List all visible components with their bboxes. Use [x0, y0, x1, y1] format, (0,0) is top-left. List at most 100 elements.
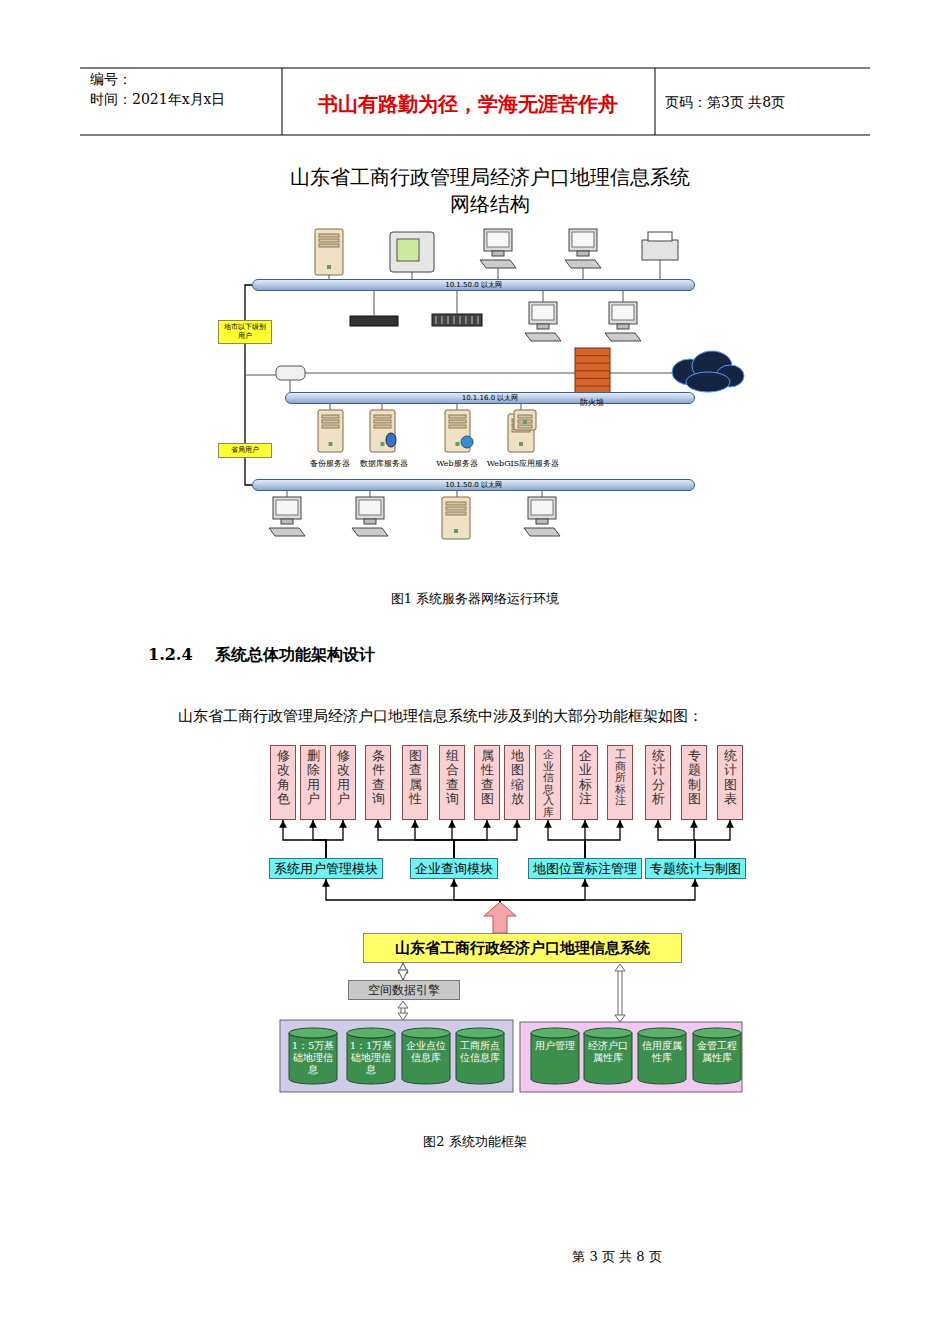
network-bar: 10.1.16.0 以太网	[285, 392, 695, 404]
server-tower	[318, 410, 343, 452]
screen	[612, 305, 634, 320]
wire	[80, 68, 870, 69]
cloud	[686, 372, 730, 392]
screen	[572, 232, 594, 247]
drive-bay	[446, 502, 466, 505]
wire	[80, 135, 870, 136]
cylinder-body	[402, 1033, 450, 1084]
wire	[442, 316, 443, 324]
drive-bay	[374, 415, 391, 418]
function-box: 企业标注	[572, 745, 598, 820]
database-cylinder: 工商所点位信息库	[455, 1027, 505, 1085]
node-text: 经济户口属性库	[586, 1040, 630, 1064]
module-box: 地图位置标注管理	[528, 858, 642, 879]
monitor-stand	[492, 251, 504, 256]
database-cylinder: 金管工程属性库	[692, 1027, 742, 1085]
wire	[466, 316, 467, 324]
text-label: 图2 系统功能框架	[423, 1133, 526, 1151]
screen	[487, 232, 509, 247]
node-text: 企业查询模块	[415, 860, 493, 878]
router	[276, 366, 305, 380]
screen	[532, 305, 554, 320]
function-box: 统计分析	[645, 745, 671, 820]
wire	[454, 316, 455, 324]
monitor	[356, 497, 384, 519]
wire	[622, 971, 623, 1015]
database-cylinder: 用户管理	[530, 1027, 580, 1085]
node-text: 删除用户	[307, 749, 320, 806]
wire	[542, 491, 543, 497]
rack-device	[432, 314, 482, 326]
function-box: 统计图表	[717, 745, 743, 820]
wire	[472, 316, 473, 324]
connector	[658, 820, 695, 858]
arrowhead	[398, 1013, 408, 1020]
connector	[585, 820, 620, 858]
drive-bay	[322, 425, 339, 428]
data-panel	[520, 1022, 742, 1092]
node-text: 地图缩放	[511, 749, 524, 806]
node-text: 组合查询	[446, 749, 459, 806]
node-text: 修改用户	[337, 749, 350, 806]
drive-bay	[518, 420, 532, 423]
device-screen	[397, 239, 419, 261]
cylinder-outline	[530, 1027, 580, 1085]
monitor	[484, 229, 512, 251]
node-text: 工商所标注	[615, 749, 626, 807]
function-box: 工商所标注	[607, 745, 633, 820]
node-text: 空间数据引擎	[368, 982, 440, 999]
wire	[575, 355, 610, 356]
cylinder-top	[531, 1028, 579, 1038]
monitor-stand	[617, 324, 629, 329]
screen	[359, 500, 381, 515]
drive-bay	[322, 420, 339, 423]
cylinder-top	[638, 1028, 686, 1038]
monitor-stand	[536, 519, 548, 524]
cylinder-top	[456, 1028, 504, 1038]
wire	[305, 373, 680, 374]
text-label: 书山有路勤为径，学海无涯苦作舟	[318, 91, 618, 118]
database-cylinder: 信用度属性库	[637, 1027, 687, 1085]
drive-bay	[319, 244, 339, 247]
monitor	[528, 497, 556, 519]
arrowhead	[615, 1015, 625, 1022]
wire	[330, 404, 331, 410]
drive-bay	[374, 420, 391, 423]
printer	[642, 240, 678, 260]
connector	[548, 820, 585, 858]
node-text: 企业标注	[579, 749, 592, 806]
node-text: 信用度属性库	[640, 1040, 684, 1064]
text-label: 页码：第3页 共8页	[665, 94, 785, 112]
system-box: 山东省工商行政经济户口地理信息系统	[363, 933, 682, 963]
connector	[245, 285, 252, 320]
keyboard	[480, 260, 516, 268]
wire	[401, 1008, 402, 1013]
function-box: 专题制图	[681, 745, 707, 820]
node-text: 统计图表	[724, 749, 737, 806]
node-text: 用户管理	[533, 1040, 577, 1052]
cylinder-body	[347, 1033, 395, 1084]
connector	[500, 879, 585, 933]
drive-bay	[374, 425, 391, 428]
node-text: 10.1.50.0 以太网	[445, 280, 502, 290]
node-text: 属性查图	[481, 749, 494, 806]
wire	[575, 378, 610, 379]
screen	[531, 500, 553, 515]
function-box: 删除用户	[300, 745, 326, 820]
connector	[326, 879, 500, 933]
wire	[575, 386, 610, 387]
cylinder-top	[402, 1028, 450, 1038]
monitor-stand	[281, 519, 293, 524]
drive-bay	[449, 420, 466, 423]
connector	[500, 879, 695, 933]
arrowhead	[615, 964, 625, 971]
drive-bay	[449, 425, 466, 428]
text-label: 图1 系统服务器网络运行环境	[391, 590, 559, 608]
cylinder-top	[347, 1028, 395, 1038]
monitor	[529, 302, 557, 324]
connector	[326, 820, 343, 858]
node-text: 图查属性	[409, 749, 422, 806]
database-cylinder: 1：1万基础地理信息	[346, 1027, 396, 1085]
connector	[313, 820, 326, 858]
function-box: 地图缩放	[504, 745, 530, 820]
